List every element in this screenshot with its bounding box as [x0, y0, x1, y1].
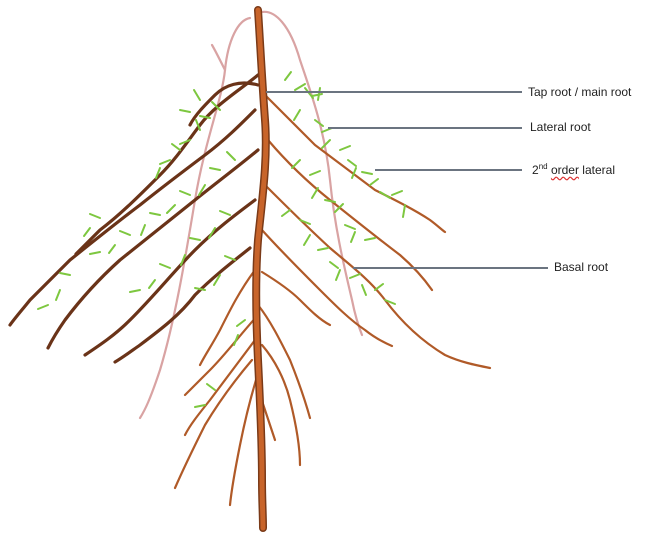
pointer-lines [266, 92, 548, 268]
lateral-root-label: Lateral root [530, 120, 591, 134]
tap-root-label: Tap root / main root [528, 85, 631, 99]
second-order-word: order [551, 163, 579, 177]
tap-root [256, 10, 266, 528]
second-order-lateral-label: 2nd order lateral [532, 162, 615, 177]
lateral-roots [10, 75, 490, 505]
second-order-suffix: nd [539, 162, 548, 171]
basal-roots [140, 12, 362, 418]
second-order-rest: lateral [582, 163, 615, 177]
basal-root-label: Basal root [554, 260, 608, 274]
second-order-number: 2 [532, 163, 539, 177]
